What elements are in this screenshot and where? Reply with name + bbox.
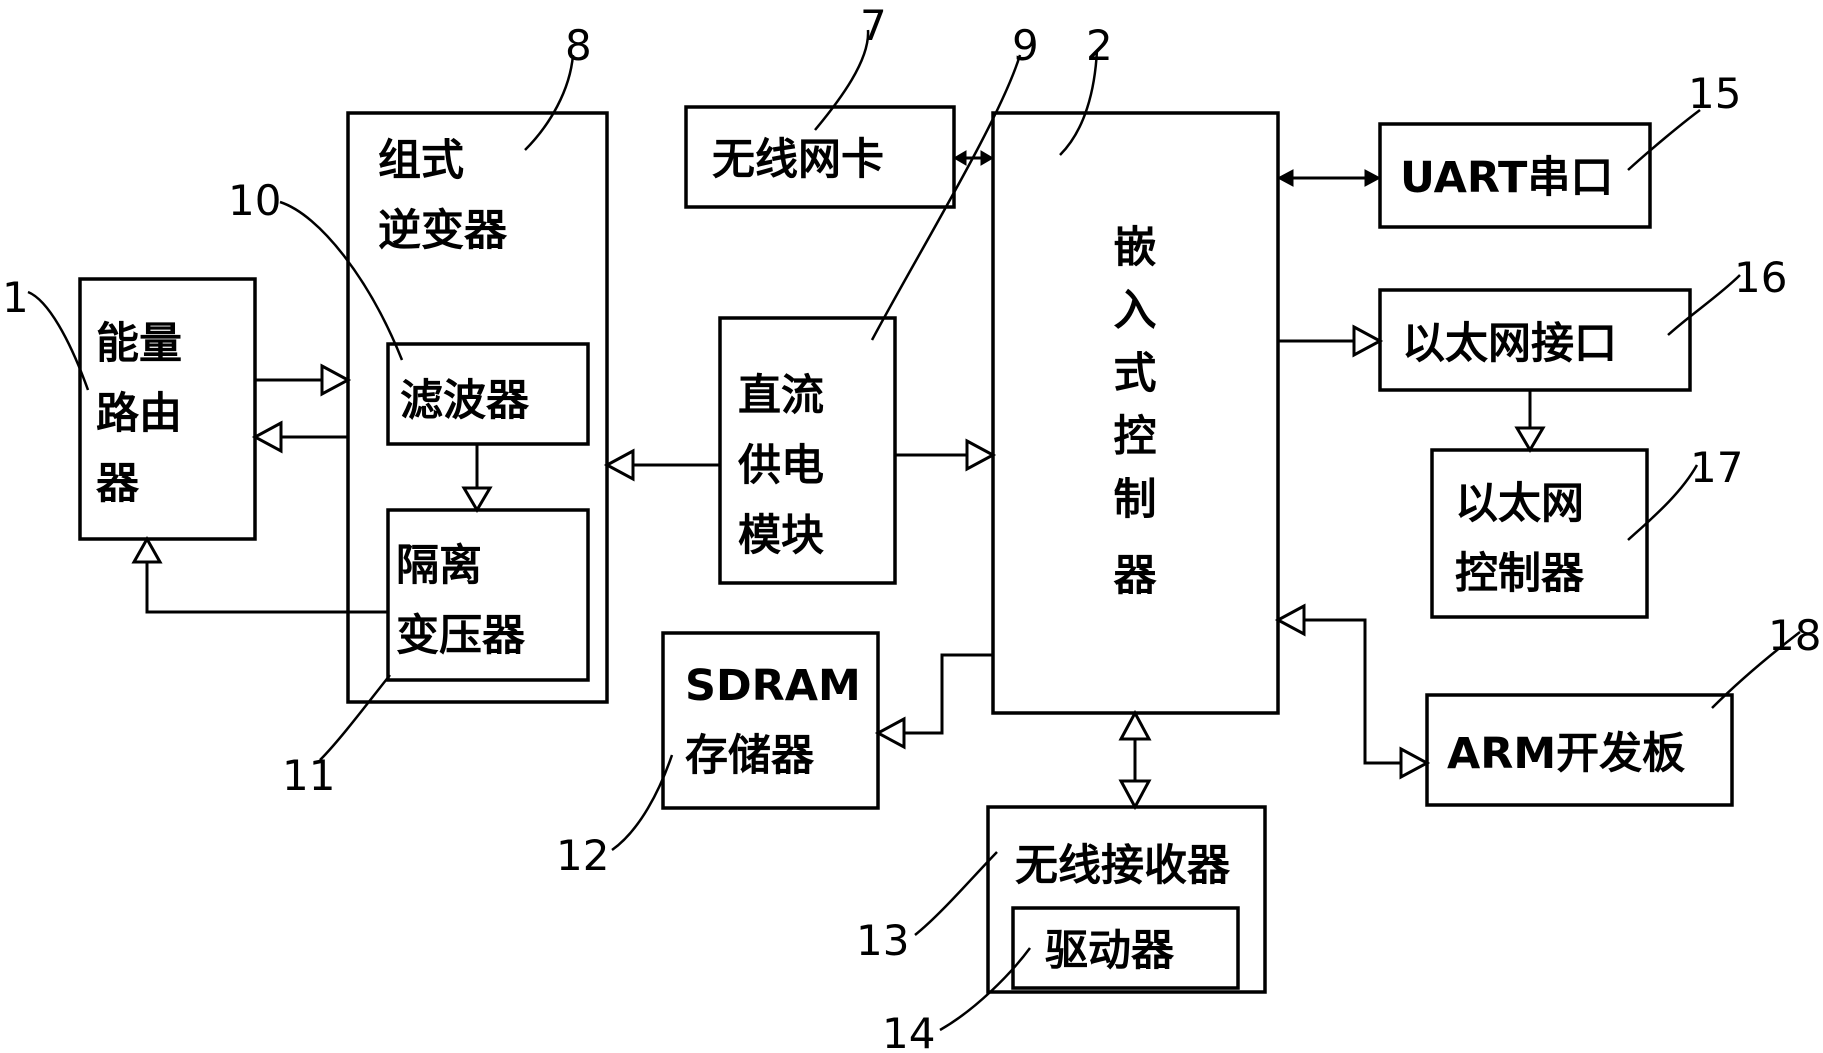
filter-label: 滤波器: [400, 376, 530, 426]
callout-number-15: 15: [1688, 69, 1741, 118]
arm-board-label: ARM开发板: [1447, 729, 1685, 779]
callout-line-16: [1667, 274, 1741, 336]
embedded-controller-char-5: 制: [1114, 475, 1157, 525]
dc-power-label-2: 供电: [738, 441, 824, 491]
callout-number-7: 7: [860, 1, 887, 50]
router-to-inverter-arrow: [320, 363, 352, 397]
ethernet-controller-box: [1430, 448, 1649, 619]
callout-number-11: 11: [282, 751, 335, 800]
inverter-label-2: 逆变器: [378, 206, 508, 256]
callout-line-11: [319, 674, 391, 761]
callout-line-10: [279, 200, 404, 361]
energy-router-label-1: 能量: [96, 319, 182, 369]
controller-arm-line: [1278, 618, 1401, 765]
callout-line-13: [914, 851, 998, 936]
isolation-transformer-label-1: 隔离: [396, 541, 482, 591]
embedded-controller-char-3: 式: [1114, 349, 1157, 399]
controller-arm-arrow-right: [1399, 746, 1431, 780]
controller-to-ethernet-arrow: [1352, 324, 1384, 358]
callout-number-1: 1: [2, 273, 29, 322]
callout-line-8: [524, 54, 575, 151]
callout-line-18: [1711, 631, 1801, 709]
ethernet-to-ethctrl-arrow: [1514, 426, 1546, 453]
callout-number-17: 17: [1690, 443, 1743, 492]
energy-router-label-3: 器: [96, 459, 140, 509]
callout-number-16: 16: [1734, 253, 1787, 302]
transformer-to-router-line: [145, 562, 388, 614]
callout-number-2: 2: [1086, 21, 1113, 70]
wireless-nic-label: 无线网卡: [712, 135, 884, 185]
nic-controller-arrow-right: [980, 150, 994, 166]
controller-uart-arrow-right: [1364, 169, 1382, 187]
embedded-controller-char-6: 器: [1114, 551, 1158, 601]
inverter-label-1: 组式: [378, 136, 464, 186]
uart-box: [1378, 122, 1652, 229]
controller-to-sdram-arrow: [874, 716, 906, 750]
dc-to-controller-arrow: [965, 438, 997, 472]
controller-uart-arrow-left: [1276, 169, 1294, 187]
embedded-controller-char-4: 控: [1114, 412, 1157, 462]
callout-line-15: [1627, 109, 1701, 171]
dc-power-label-3: 模块: [738, 511, 824, 561]
callout-number-8: 8: [565, 21, 592, 70]
callout-number-14: 14: [882, 1009, 935, 1053]
callout-line-2: [1059, 49, 1099, 156]
ethernet-controller-label-1: 以太网: [1455, 479, 1584, 529]
embedded-controller-char-1: 嵌: [1114, 223, 1157, 273]
controller-to-sdram-line: [904, 653, 993, 735]
inverter-to-router-arrow: [251, 420, 283, 454]
dc-power-module-box: [718, 316, 897, 585]
callout-line-7: [814, 29, 870, 131]
dc-power-label-1: 直流: [738, 371, 824, 421]
dc-to-inverter-arrow: [603, 448, 635, 482]
uart-label: UART串口: [1400, 153, 1613, 203]
filter-to-transformer-arrow: [461, 486, 493, 513]
ethernet-interface-label: 以太网接口: [1402, 319, 1617, 369]
driver-box: [1011, 906, 1240, 990]
arm-board-box: [1425, 693, 1734, 807]
sdram-box: [661, 631, 880, 810]
driver-label: 驱动器: [1045, 926, 1175, 976]
nic-controller-arrow-left: [953, 150, 967, 166]
callout-line-1: [27, 290, 90, 391]
callout-number-9: 9: [1012, 21, 1039, 70]
embedded-controller-char-2: 入: [1114, 286, 1157, 336]
ethernet-controller-label-2: 控制器: [1455, 549, 1585, 599]
isolation-transformer-label-2: 变压器: [396, 611, 526, 661]
callout-line-14: [939, 947, 1032, 1032]
callout-line-12: [611, 754, 674, 852]
callout-number-18: 18: [1768, 611, 1821, 660]
controller-arm-arrow-left: [1274, 603, 1306, 637]
callout-number-10: 10: [228, 176, 281, 225]
sdram-label-2: 存储器: [685, 731, 815, 781]
callout-number-12: 12: [556, 831, 609, 880]
callout-number-13: 13: [856, 916, 909, 965]
callout-line-17: [1627, 464, 1699, 541]
controller-receiver-arrow-up: [1118, 709, 1152, 741]
filter-box: [386, 342, 590, 446]
transformer-to-router-arrow: [131, 535, 163, 564]
sdram-label-1: SDRAM: [685, 661, 861, 711]
controller-receiver-arrow-down: [1118, 779, 1152, 811]
isolation-transformer-box: [386, 508, 590, 682]
energy-router-label-2: 路由: [96, 389, 182, 439]
wireless-receiver-label: 无线接收器: [1015, 841, 1231, 891]
callout-line-9: [870, 54, 1022, 341]
energy-router-box: [78, 277, 257, 541]
